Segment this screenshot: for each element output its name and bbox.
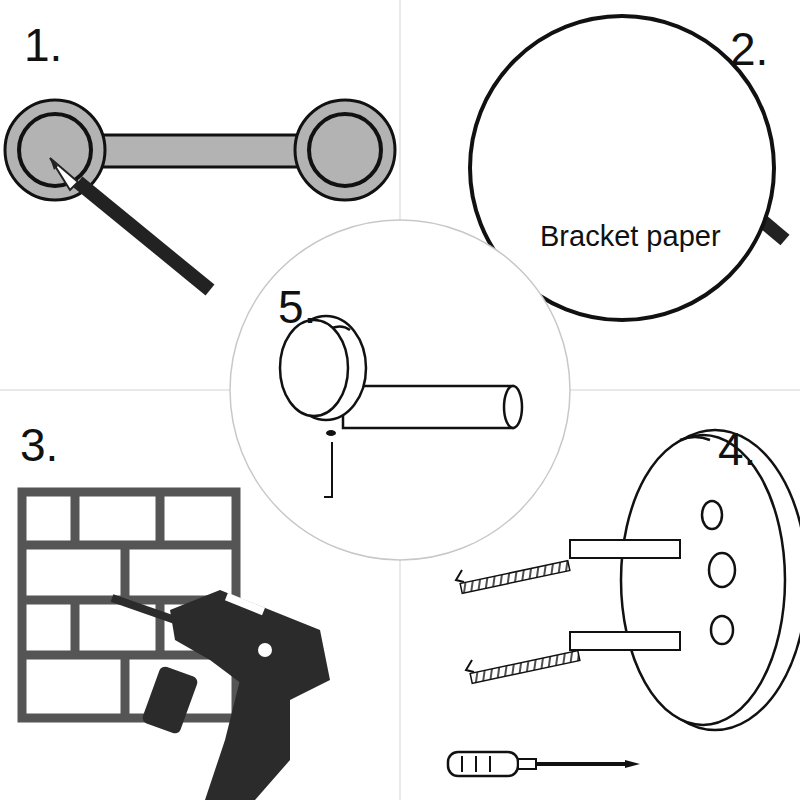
detail-circle: 5. bbox=[228, 218, 572, 562]
paper-label: Bracket paper bbox=[540, 222, 721, 251]
anchor-screw bbox=[456, 540, 680, 683]
step-number: 1. bbox=[24, 22, 62, 68]
node-outline bbox=[228, 218, 572, 562]
wall-plate bbox=[621, 430, 800, 730]
screwdriver bbox=[448, 752, 640, 776]
towel-bar bbox=[5, 100, 395, 200]
step-number: 5. bbox=[278, 284, 316, 330]
step-number: 4. bbox=[718, 426, 756, 472]
pencil bbox=[50, 158, 210, 290]
step-number: 3. bbox=[20, 422, 58, 468]
drill bbox=[112, 590, 330, 800]
towel-bar-mount bbox=[280, 316, 522, 497]
